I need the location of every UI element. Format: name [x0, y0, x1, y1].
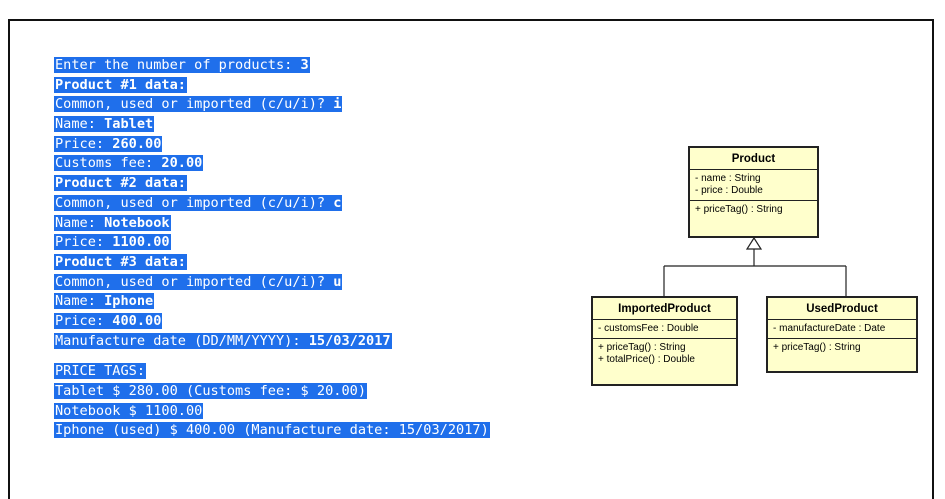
- inheritance-connectors: [663, 236, 847, 296]
- class-method: + priceTag() : String: [773, 342, 861, 353]
- console-line: Price: 1100.00: [54, 234, 171, 251]
- console-line: Name: Tablet: [54, 116, 155, 133]
- class-name: ImportedProduct: [593, 298, 736, 320]
- output-line: Notebook $ 1100.00: [54, 402, 204, 419]
- class-method: + priceTag() : String: [695, 204, 783, 215]
- console-line: Product #2 data:: [54, 175, 187, 192]
- class-attribute: - customsFee : Double: [598, 323, 699, 334]
- class-attributes: - name : String - price : Double: [690, 170, 817, 201]
- console-line: Product #1 data:: [54, 76, 187, 93]
- inheritance-arrow-icon: [745, 236, 763, 250]
- console-line: Enter the number of products: 3: [54, 57, 310, 73]
- console-line: Price: 400.00: [54, 312, 163, 329]
- class-attribute: - name : String: [695, 173, 761, 184]
- class-attribute: - price : Double: [695, 185, 763, 196]
- console-line: Common, used or imported (c/u/i)? c: [54, 194, 343, 211]
- console-line: Common, used or imported (c/u/i)? u: [54, 273, 343, 290]
- uml-class-used-product: UsedProduct - manufactureDate : Date + p…: [766, 296, 918, 373]
- class-methods: + priceTag() : String: [690, 201, 817, 219]
- class-method: + totalPrice() : Double: [598, 354, 695, 365]
- uml-class-imported-product: ImportedProduct - customsFee : Double + …: [591, 296, 738, 386]
- output-line: Tablet $ 280.00 (Customs fee: $ 20.00): [54, 383, 367, 399]
- class-attributes: - customsFee : Double: [593, 320, 736, 339]
- class-attribute: - manufactureDate : Date: [773, 323, 886, 334]
- console-line: Name: Iphone: [54, 293, 155, 310]
- output-line: PRICE TAGS:: [54, 363, 147, 380]
- console-line: Customs fee: 20.00: [54, 155, 204, 172]
- console-line: Product #3 data:: [54, 253, 187, 270]
- class-attributes: - manufactureDate : Date: [768, 320, 916, 339]
- console-transcript: Enter the number of products: 3 Product …: [54, 56, 490, 441]
- class-methods: + priceTag() : String + totalPrice() : D…: [593, 339, 736, 369]
- output-line: Iphone (used) $ 400.00 (Manufacture date…: [54, 422, 490, 439]
- console-line: Price: 260.00: [54, 135, 163, 152]
- class-method: + priceTag() : String: [598, 342, 686, 353]
- console-line: Manufacture date (DD/MM/YYYY): 15/03/201…: [54, 332, 392, 349]
- class-methods: + priceTag() : String: [768, 339, 916, 357]
- uml-class-product: Product - name : String - price : Double…: [688, 146, 819, 238]
- class-name: Product: [690, 148, 817, 170]
- console-line: Common, used or imported (c/u/i)? i: [54, 96, 343, 113]
- class-name: UsedProduct: [768, 298, 916, 320]
- console-line: Name: Notebook: [54, 214, 171, 231]
